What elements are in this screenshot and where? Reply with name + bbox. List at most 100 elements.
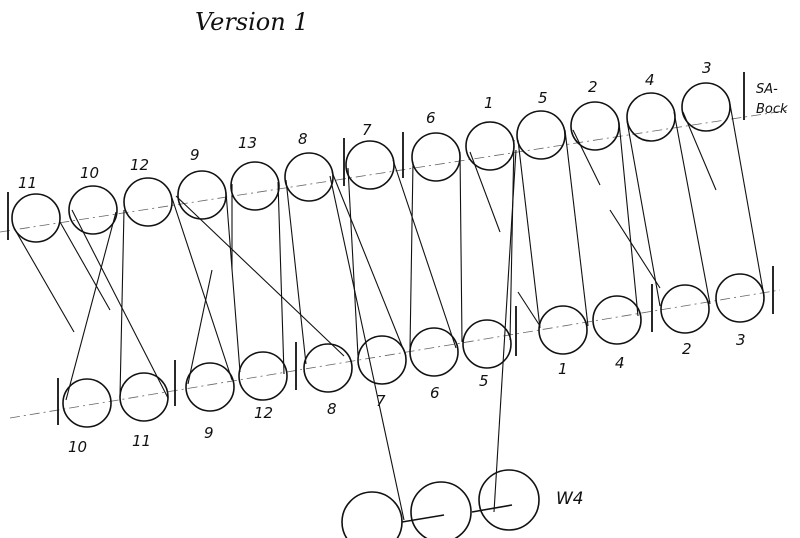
- rope-run: [392, 159, 457, 349]
- w4-drum-left: [341, 491, 403, 538]
- diagram-title: Version 1: [195, 8, 309, 36]
- rope-run: [409, 161, 414, 349]
- rope-run: [626, 120, 661, 307]
- bottom-label-3: 3: [736, 331, 746, 349]
- top-pulley-4: [626, 92, 676, 142]
- w4-label: W4: [556, 489, 584, 509]
- bottom-pulley-10: [62, 378, 112, 428]
- w4-drums: [341, 469, 540, 538]
- bottom-label-1: 1: [558, 360, 568, 378]
- top-pulley-3: [681, 82, 731, 132]
- sa-bock-label-line2: Bock: [756, 102, 788, 117]
- top-pulley-row: [11, 82, 731, 243]
- rope-run: [572, 129, 601, 186]
- top-label-12: 12: [130, 156, 149, 174]
- top-pulley-9: [177, 170, 227, 220]
- top-pulley-12: [123, 177, 173, 227]
- bottom-pulley-4: [592, 295, 642, 345]
- top-row-bars: [7, 72, 745, 240]
- rope-run: [331, 171, 407, 357]
- bottom-label-4: 4: [615, 354, 625, 372]
- rope-run: [609, 209, 661, 289]
- top-label-11: 11: [18, 174, 37, 192]
- top-label-5: 5: [538, 89, 548, 107]
- w4-tie-left: [401, 514, 445, 523]
- bottom-label-9: 9: [204, 424, 214, 442]
- bottom-label-5: 5: [479, 372, 489, 390]
- top-pulley-5: [516, 110, 566, 160]
- top-pulley-1: [465, 121, 515, 171]
- rope-run: [347, 167, 359, 357]
- rope-run: [171, 197, 233, 381]
- rope-run: [517, 291, 541, 327]
- bottom-row-labels: 10 11 9 12 8 7 6 5 1 4 2 3: [68, 331, 746, 456]
- rope-run: [13, 227, 75, 333]
- bottom-label-6: 6: [430, 384, 440, 402]
- bottom-label-11: 11: [132, 432, 151, 450]
- rope-run: [509, 139, 515, 341]
- rope-run: [469, 151, 501, 233]
- top-pulley-10: [68, 185, 118, 235]
- rope-run: [225, 191, 241, 373]
- top-label-8: 8: [298, 130, 308, 148]
- rope-run: [682, 111, 717, 191]
- top-row-labels: 11 10 12 9 13 8 7 6 1 5 2 4 3: [18, 59, 712, 192]
- bottom-pulley-1: [538, 305, 588, 355]
- bottom-pulley-2: [660, 284, 710, 334]
- w4-tie-right: [471, 504, 513, 513]
- top-pulley-8: [284, 152, 334, 202]
- rope-run: [59, 221, 111, 311]
- rope-run: [175, 195, 345, 357]
- top-label-2: 2: [588, 78, 598, 96]
- bottom-centerline: [9, 289, 781, 419]
- top-label-9: 9: [190, 146, 200, 164]
- top-pulley-6: [411, 132, 461, 182]
- top-label-6: 6: [426, 109, 436, 127]
- rope-run: [673, 111, 711, 305]
- rope-run: [65, 211, 117, 401]
- rope-run: [187, 269, 213, 385]
- top-label-10: 10: [80, 164, 99, 182]
- bottom-pulley-3: [715, 273, 765, 323]
- rope-run: [564, 129, 589, 327]
- bottom-pulley-8: [303, 343, 353, 393]
- top-label-13: 13: [238, 134, 257, 152]
- rope-run: [729, 103, 765, 297]
- bottom-pulley-12: [238, 351, 288, 401]
- bottom-label-12: 12: [254, 404, 273, 422]
- top-centerline: [0, 109, 791, 233]
- top-label-1: 1: [484, 94, 494, 112]
- bottom-label-7: 7: [376, 392, 386, 410]
- bottom-row-bars: [57, 266, 774, 425]
- top-label-3: 3: [702, 59, 712, 77]
- rope-run: [459, 151, 463, 343]
- rope-run: [277, 181, 285, 375]
- top-label-7: 7: [362, 121, 372, 139]
- top-pulley-13: [230, 161, 280, 211]
- bottom-label-2: 2: [682, 340, 692, 358]
- bottom-pulley-5: [462, 319, 512, 369]
- sa-bock-label-line1: SA-: [756, 82, 778, 97]
- bottom-pulley-7: [357, 335, 407, 385]
- top-label-4: 4: [645, 71, 655, 89]
- w4-drum-middle: [410, 481, 472, 538]
- rope-run: [517, 139, 541, 329]
- w4-drum-right: [478, 469, 540, 531]
- bottom-label-10: 10: [68, 438, 87, 456]
- lead-rope-right: [493, 149, 517, 513]
- rope-run: [285, 179, 307, 365]
- rope-runs: [13, 103, 765, 401]
- top-pulley-2: [570, 101, 620, 151]
- bottom-label-8: 8: [327, 400, 337, 418]
- lead-rope-left: [329, 175, 405, 521]
- top-pulley-7: [345, 140, 395, 190]
- rope-run: [618, 121, 639, 317]
- lead-off-ropes: [329, 149, 517, 521]
- rope-run: [71, 209, 169, 399]
- bottom-pulley-6: [409, 327, 459, 377]
- bottom-pulley-row: [62, 273, 765, 428]
- bottom-pulley-9: [185, 362, 235, 412]
- top-pulley-11: [11, 193, 61, 243]
- bottom-pulley-11: [119, 372, 169, 422]
